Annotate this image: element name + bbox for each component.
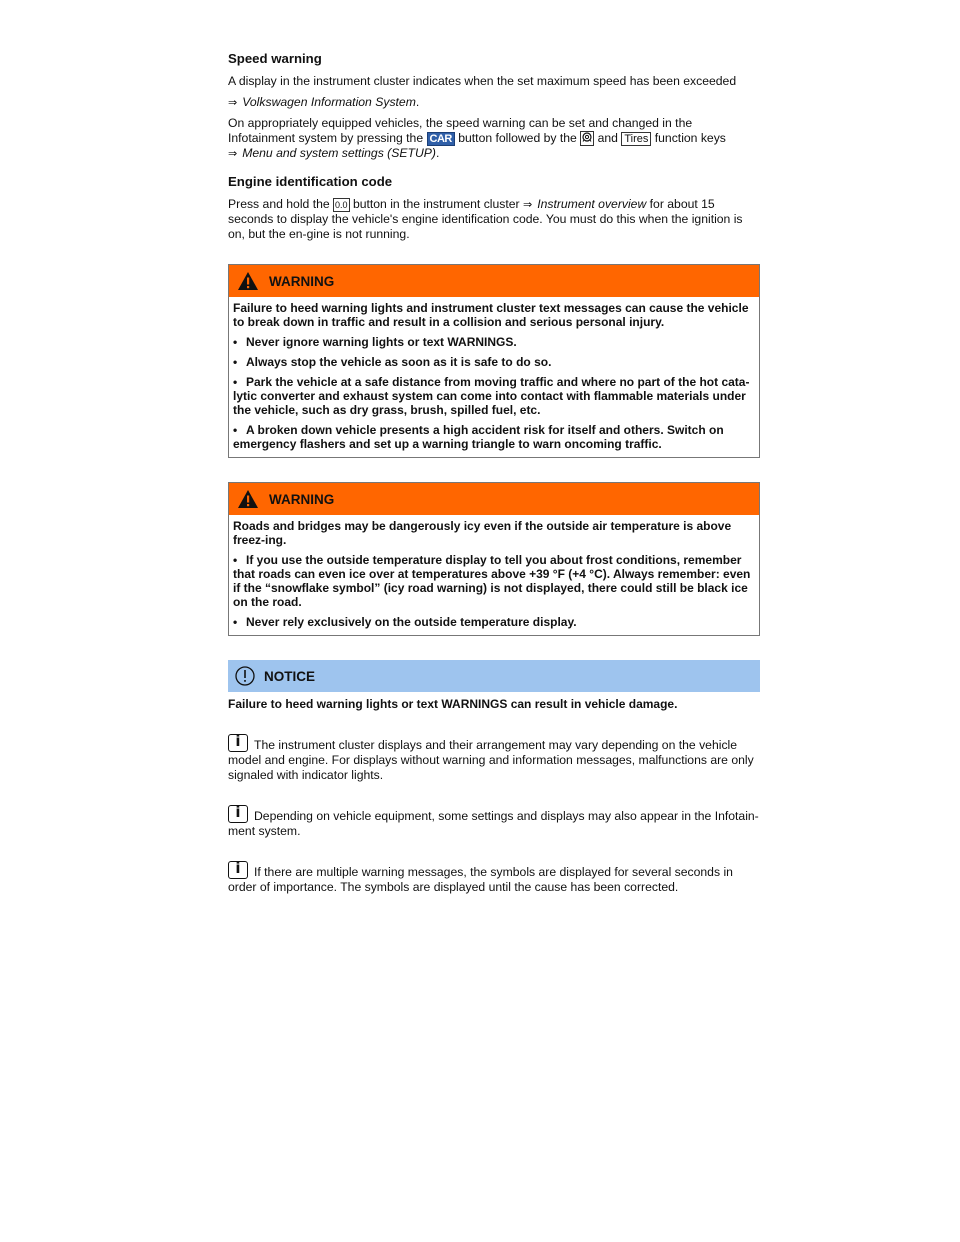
warning-box-1: WARNING Failure to heed warning lights a… [228, 264, 760, 458]
tire-symbol-icon [580, 131, 595, 146]
notice-body: Failure to heed warning lights or text W… [228, 697, 678, 711]
warning-header: WARNING [229, 483, 759, 515]
menu-system-settings-link[interactable]: Menu and system settings (SETUP) [242, 146, 436, 160]
engine-id-text: Press and hold the 0.0 button in the ins… [228, 197, 743, 241]
speed-warning-setup-text: On appropriately equipped vehicles, the … [228, 116, 726, 160]
info-note: Depending on vehicle equipment, some set… [228, 805, 760, 839]
speed-warning-heading: Speed warning [228, 51, 322, 66]
list-item: •A broken down vehicle presents a high a… [233, 423, 724, 451]
tires-key: Tires [621, 132, 652, 146]
warning-title: WARNING [269, 273, 335, 289]
instrument-overview-link[interactable]: Instrument overview [537, 197, 647, 211]
info-note: The instrument cluster displays and thei… [228, 734, 760, 783]
info-icon [228, 861, 248, 879]
list-item: •Always stop the vehicle as soon as it i… [233, 355, 552, 369]
arrow-icon: ⇒ [522, 198, 533, 211]
warning-intro: Failure to heed warning lights and instr… [233, 301, 749, 329]
list-item: •Never ignore warning lights or text WAR… [233, 335, 517, 349]
warning-triangle-icon [238, 272, 258, 290]
volkswagen-information-system-link[interactable]: Volkswagen Information System [242, 95, 416, 109]
info-icon [228, 805, 248, 823]
speed-warning-link-line: ⇒Volkswagen Information System. [228, 95, 420, 109]
warning-intro: Roads and bridges may be dangerously icy… [233, 519, 732, 547]
car-button-icon: CAR [426, 132, 455, 146]
warning-header: WARNING [229, 265, 759, 297]
notice-exclamation-icon [235, 666, 255, 686]
warning-body: Failure to heed warning lights and instr… [229, 297, 759, 457]
trip-reset-button-icon: 0.0 [333, 198, 350, 212]
engine-id-heading: Engine identification code [228, 174, 393, 189]
list-item: •If you use the outside temperature disp… [233, 553, 751, 609]
notice-title: NOTICE [264, 668, 316, 684]
arrow-icon: ⇒ [228, 96, 238, 109]
speed-warning-text: A display in the instrument cluster indi… [228, 74, 737, 88]
warning-list: •If you use the outside temperature disp… [233, 553, 755, 629]
manual-page: Speed warning A display in the instrumen… [228, 50, 760, 901]
list-item: •Park the vehicle at a safe distance fro… [233, 375, 750, 417]
info-note: If there are multiple warning messages, … [228, 861, 760, 895]
warning-list: •Never ignore warning lights or text WAR… [233, 335, 755, 451]
warning-title: WARNING [269, 491, 335, 507]
warning-box-2: WARNING Roads and bridges may be dangero… [228, 482, 760, 636]
warning-body: Roads and bridges may be dangerously icy… [229, 515, 759, 635]
list-item: •Never rely exclusively on the outside t… [233, 615, 577, 629]
warning-triangle-icon [238, 490, 258, 508]
info-icon [228, 734, 248, 752]
arrow-icon: ⇒ [228, 147, 238, 160]
notice-header: NOTICE [228, 660, 760, 692]
